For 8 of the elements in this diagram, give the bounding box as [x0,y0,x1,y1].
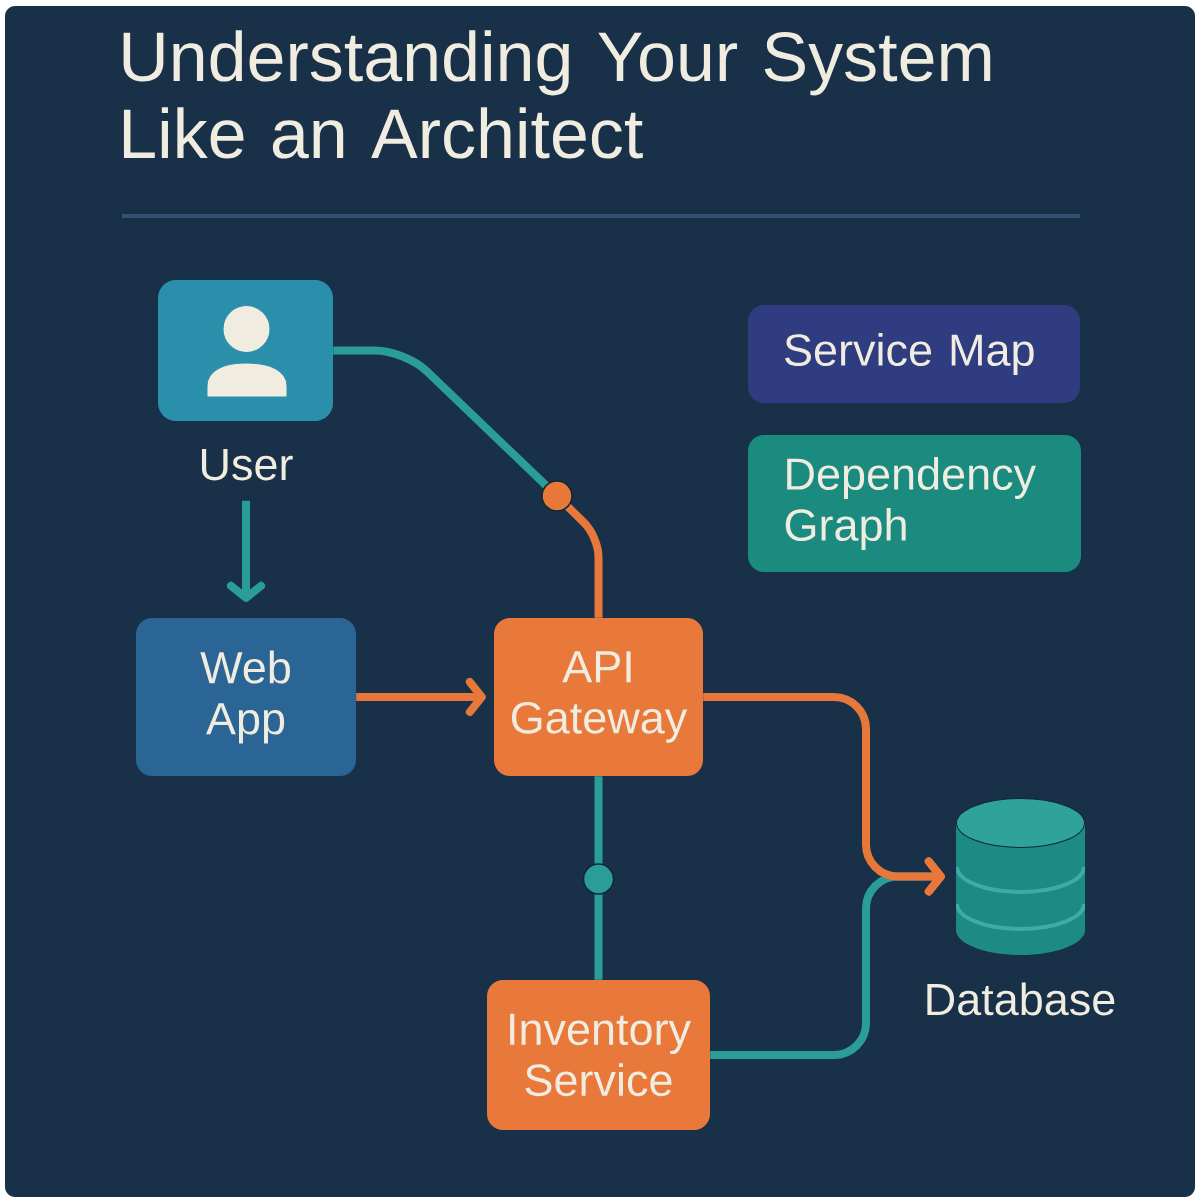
node-label: Database [927,982,1115,1016]
info-box: Dependency Graph [748,435,1081,572]
title: Understanding Your System Like an Architect [123,30,991,159]
service-box: Web App [136,618,356,776]
info-box: Service Map [748,305,1080,403]
service-box: Inventory Service [487,980,710,1130]
node-label: User [201,449,293,481]
service-box: API Gateway [494,618,703,776]
